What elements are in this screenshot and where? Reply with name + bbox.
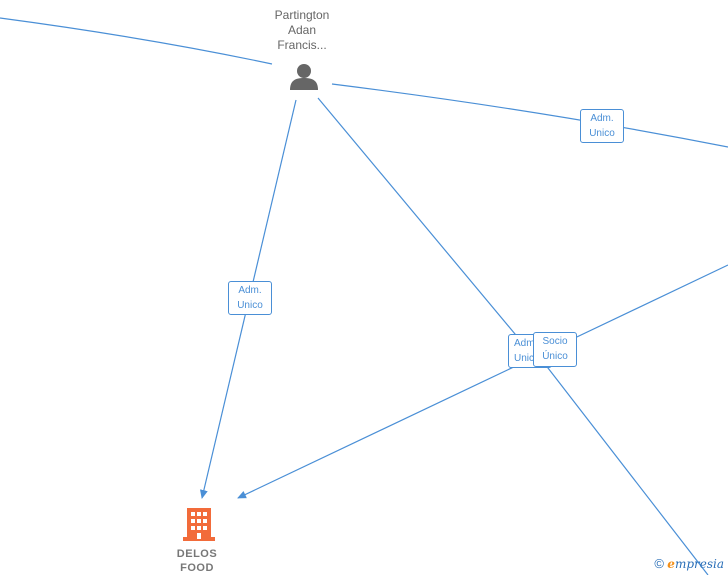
edge-label-left[interactable]: Adm. Unico [228, 281, 272, 315]
person-name-line-3: Francis... [277, 38, 327, 52]
edge-offscreen-left-to-person [0, 17, 273, 65]
company-name-line-2: FOOD [180, 562, 214, 574]
edge-label-line-1: Socio [542, 336, 568, 347]
edge-label-line-2: Unico [514, 353, 540, 364]
edge-label-line-1: Adm. [514, 338, 538, 349]
brand-name: mpresia [674, 557, 724, 571]
company-name-line-1: DELOS [176, 548, 218, 560]
building-icon[interactable] [183, 508, 215, 541]
edge-person-to-offscreen-right [331, 83, 728, 148]
person-name-line-2: Adan [287, 23, 317, 37]
brand-watermark: © empresia [654, 556, 724, 571]
brand-e-logo: e [667, 557, 675, 571]
person-name-label[interactable]: Partington Adan Francis... [256, 8, 348, 53]
copyright-symbol: © [654, 556, 664, 571]
person-name-line-1: Partington [274, 8, 330, 22]
edge-label-middle-front[interactable]: Socio Único [533, 332, 577, 367]
edge-label-line-2: Único [542, 351, 568, 362]
edge-label-line-2: Unico [237, 300, 263, 311]
edge-offscreen-right-to-company [237, 264, 728, 499]
company-name-label[interactable]: DELOS FOOD [166, 547, 228, 575]
person-icon[interactable] [290, 64, 318, 90]
edge-label-line-1: Adm. [238, 285, 262, 296]
edge-label-top-right[interactable]: Adm. Unico [580, 109, 624, 143]
edge-label-line-2: Unico [589, 128, 615, 139]
edge-label-line-1: Adm. [590, 113, 614, 124]
